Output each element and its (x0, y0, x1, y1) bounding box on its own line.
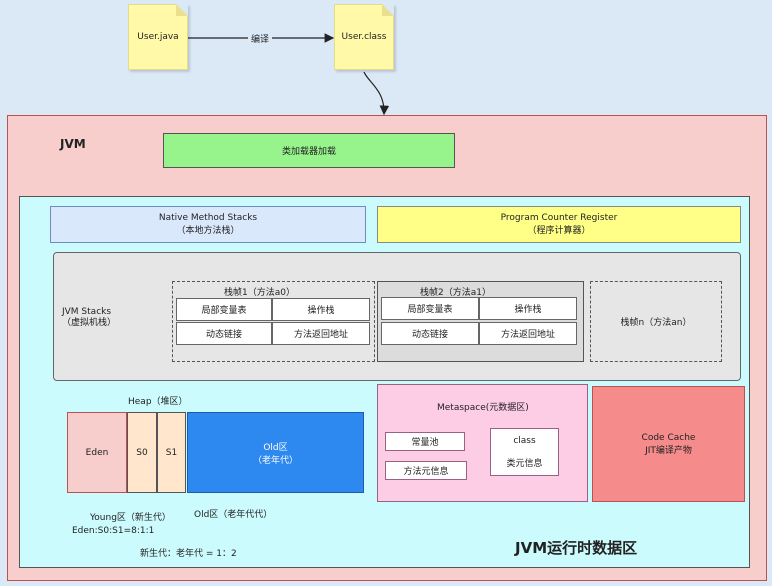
class-info-box: class 类元信息 (490, 428, 559, 476)
pc-register-title: Program Counter Register (500, 213, 618, 223)
classloader-label: 类加载器加载 (281, 147, 336, 157)
old-gen-title: Old区 (263, 442, 288, 453)
frame1-return-address: 方法返回地址 (272, 322, 370, 345)
eden-label: Eden (85, 447, 109, 458)
frame2-local-vars: 局部变量表 (381, 297, 479, 320)
compile-label: 编译 (248, 32, 273, 45)
user-class-file: User.class (334, 4, 394, 70)
s0-label: S0 (136, 447, 148, 458)
old-gen-subtitle: （老年代） (252, 455, 298, 466)
frame1-title: 栈帧1（方法a0） (224, 288, 295, 298)
stack-frame-n: 栈帧n（方法an） (590, 281, 722, 362)
code-cache-subtitle: JIT编译产物 (645, 445, 692, 456)
gen-ratio: 新生代：老年代 = 1：2 (140, 549, 237, 559)
young-gen-caption: Young区（新生代） (90, 513, 171, 523)
code-cache-box: Code Cache JIT编译产物 (592, 386, 745, 502)
frame2-operand-stack: 操作栈 (479, 297, 577, 320)
jvm-stacks-subtitle: （虚拟机栈） (62, 318, 117, 328)
jvm-stacks-title: JVM Stacks (62, 307, 112, 317)
frame1-operand-stack: 操作栈 (272, 298, 370, 321)
load-arrow (363, 71, 390, 116)
frame1-dynamic-link: 动态链接 (176, 322, 272, 345)
frame2-title: 栈帧2（方法a1） (420, 288, 491, 298)
frame2-dynamic-link: 动态链接 (381, 322, 479, 345)
classloader-box: 类加载器加载 (163, 133, 455, 168)
heap-title: Heap（堆区） (128, 397, 188, 407)
old-gen-caption: Old区（老年代代） (194, 510, 273, 520)
jvm-stacks-label: JVM Stacks （虚拟机栈） (62, 307, 116, 329)
eden-box: Eden (67, 412, 127, 493)
s1-label: S1 (165, 447, 178, 458)
pc-register-subtitle: （程序计算器） (527, 226, 591, 236)
s0-box: S0 (127, 412, 157, 493)
user-java-file: User.java (128, 4, 188, 70)
pc-register: Program Counter Register （程序计算器） (377, 206, 741, 243)
metaspace-title: Metaspace(元数据区) (437, 403, 529, 413)
stack-frame-1 (172, 281, 375, 362)
class-info-subtitle: 类元信息 (506, 458, 543, 469)
user-class-label: User.class (341, 32, 387, 42)
code-cache-title: Code Cache (641, 432, 696, 443)
frame1-local-vars: 局部变量表 (176, 298, 272, 321)
native-stacks-title: Native Method Stacks (158, 213, 258, 223)
native-stacks-subtitle: （本地方法栈） (176, 226, 240, 236)
class-info-title: class (513, 435, 536, 446)
s1-box: S1 (157, 412, 186, 493)
frame2-return-address: 方法返回地址 (479, 322, 577, 345)
runtime-title: JVM运行时数据区 (515, 539, 638, 557)
jvm-title: JVM (60, 137, 86, 151)
user-java-label: User.java (137, 32, 179, 42)
frameN-title: 栈帧n（方法an） (620, 318, 692, 328)
stack-frame-2 (377, 281, 584, 362)
native-method-stacks: Native Method Stacks （本地方法栈） (50, 206, 366, 243)
old-gen-box: Old区 （老年代） (187, 412, 364, 493)
young-ratio: Eden:S0:S1=8:1:1 (72, 526, 155, 536)
method-info-box: 方法元信息 (385, 461, 467, 480)
constant-pool-box: 常量池 (385, 432, 465, 451)
